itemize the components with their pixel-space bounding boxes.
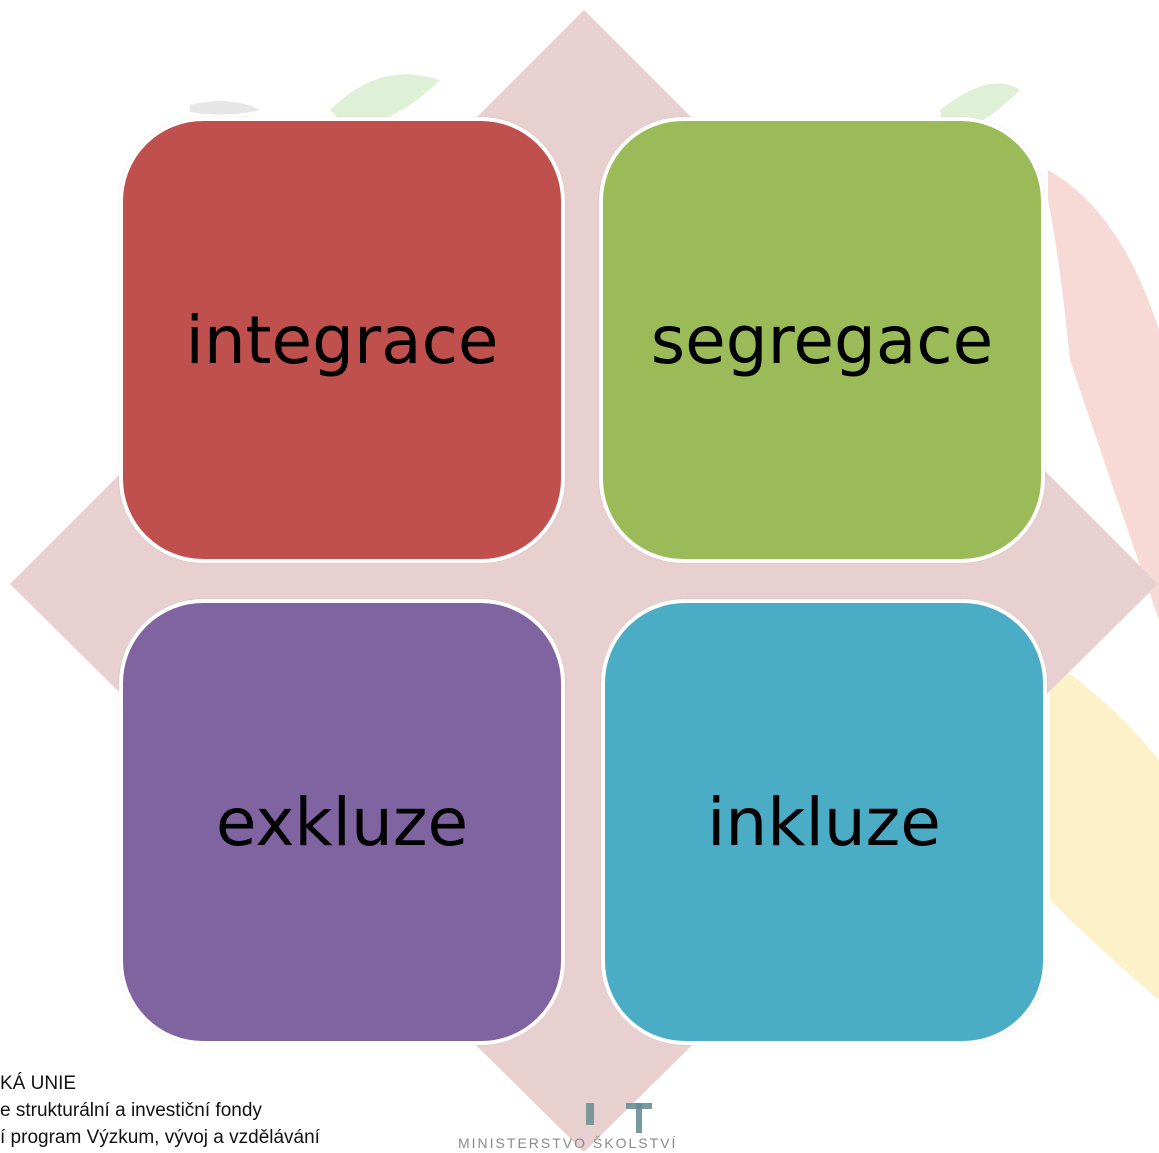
quadrant-label: integrace	[185, 301, 499, 379]
green-swoosh-left	[330, 74, 440, 130]
ministry-text: MINISTERSTVO ŠKOLSTVÍ	[458, 1135, 678, 1151]
grey-swoosh	[190, 101, 260, 115]
red-swoosh-right	[1048, 170, 1159, 620]
footer-line-1: KÁ UNIE	[0, 1073, 77, 1094]
quadrant-inkluze: inkluze	[601, 599, 1047, 1045]
quadrant-segregace: segregace	[599, 117, 1045, 563]
quadrant-label: inkluze	[707, 783, 941, 861]
footer-line-3: í program Výzkum, vývoj a vzdělávání	[0, 1127, 320, 1148]
yellow-swoosh-right	[1050, 660, 1159, 1000]
quadrant-label: segregace	[650, 301, 994, 379]
quadrant-exkluze: exkluze	[119, 599, 565, 1045]
quadrant-integrace: integrace	[119, 117, 565, 563]
eu-footer: KÁ UNIE e strukturální a investiční fond…	[0, 1070, 320, 1151]
footer-line-2: e strukturální a investiční fondy	[0, 1100, 262, 1121]
quadrant-label: exkluze	[215, 783, 469, 861]
ministry-logo-icon	[586, 1103, 652, 1133]
